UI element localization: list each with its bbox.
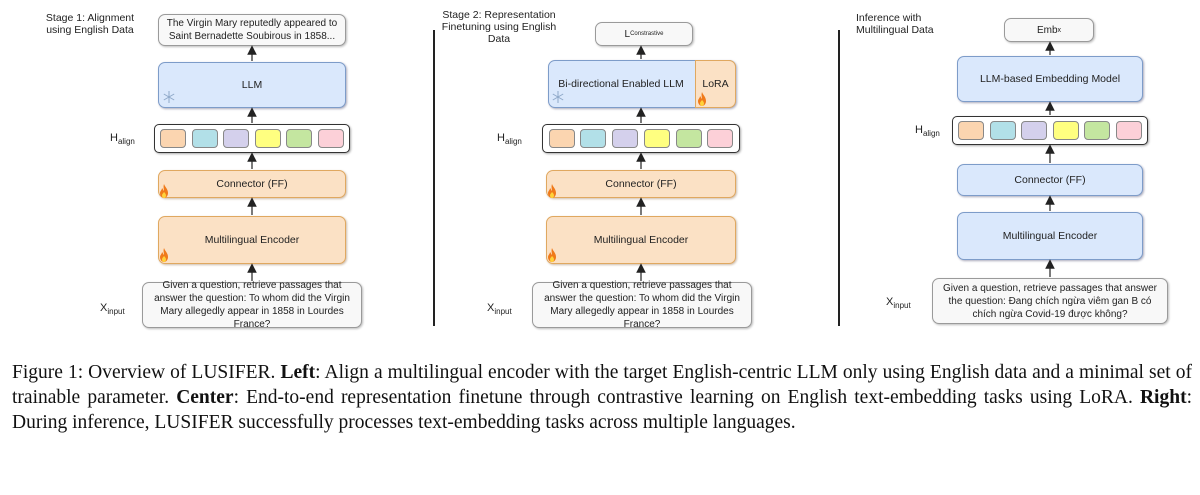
- stage-2-x-input-label: Xinput: [487, 302, 512, 317]
- flame-icon: [160, 248, 168, 262]
- token: [160, 129, 187, 148]
- stage-1-input-box: Given a question, retrieve passages that…: [142, 280, 362, 330]
- stage-1-token-row: [154, 124, 350, 153]
- snowflake-icon: [163, 91, 175, 103]
- token: [1052, 121, 1079, 140]
- stage-3-input-box: Given a question, retrieve passages that…: [932, 278, 1168, 324]
- stage-1-encoder-box: Multilingual Encoder: [158, 216, 346, 264]
- flame-icon: [548, 248, 556, 262]
- stage-2-label: Stage 2: Representation Finetuning using…: [441, 9, 557, 45]
- stage-1-output-box: The Virgin Mary reputedly appeared to Sa…: [158, 14, 346, 46]
- stage-1-llm-box: LLM: [158, 62, 346, 108]
- token: [580, 129, 607, 148]
- token: [675, 129, 702, 148]
- token: [612, 129, 639, 148]
- token: [1021, 121, 1048, 140]
- stage-2-connector-box: Connector (FF): [546, 170, 736, 198]
- snowflake-icon: [552, 91, 564, 103]
- token: [958, 121, 985, 140]
- token: [317, 129, 344, 148]
- stage-3-h-align-label: Halign: [915, 124, 940, 139]
- token: [643, 129, 670, 148]
- token: [254, 129, 281, 148]
- stage-2-h-align-label: Halign: [497, 132, 522, 147]
- stage-3-x-input-label: Xinput: [886, 296, 911, 311]
- arrows-layer: [247, 41, 1055, 281]
- stage-3-encoder-box: Multilingual Encoder: [957, 212, 1143, 260]
- figure-caption: Figure 1: Overview of LUSIFER. Left: Ali…: [12, 362, 1192, 433]
- token: [286, 129, 313, 148]
- flame-icon: [698, 92, 706, 106]
- stage-1-x-input-label: Xinput: [100, 302, 125, 317]
- token: [548, 129, 575, 148]
- stage-1-h-align-label: Halign: [110, 132, 135, 147]
- flame-icon: [548, 184, 556, 198]
- stage-3-label: Inference with Multilingual Data: [856, 12, 934, 36]
- token: [707, 129, 734, 148]
- stage-2-token-row: [542, 124, 740, 153]
- stage-2-input-box: Given a question, retrieve passages that…: [532, 280, 752, 330]
- stage-1-label: Stage 1: Alignment using English Data: [45, 12, 135, 36]
- divider-left: [433, 30, 435, 326]
- divider-right: [838, 30, 840, 326]
- token: [191, 129, 218, 148]
- flame-icon: [160, 184, 168, 198]
- stage-3-model-box: LLM-based Embedding Model: [957, 56, 1143, 102]
- token: [989, 121, 1016, 140]
- token: [1115, 121, 1142, 140]
- token: [223, 129, 250, 148]
- token: [1084, 121, 1111, 140]
